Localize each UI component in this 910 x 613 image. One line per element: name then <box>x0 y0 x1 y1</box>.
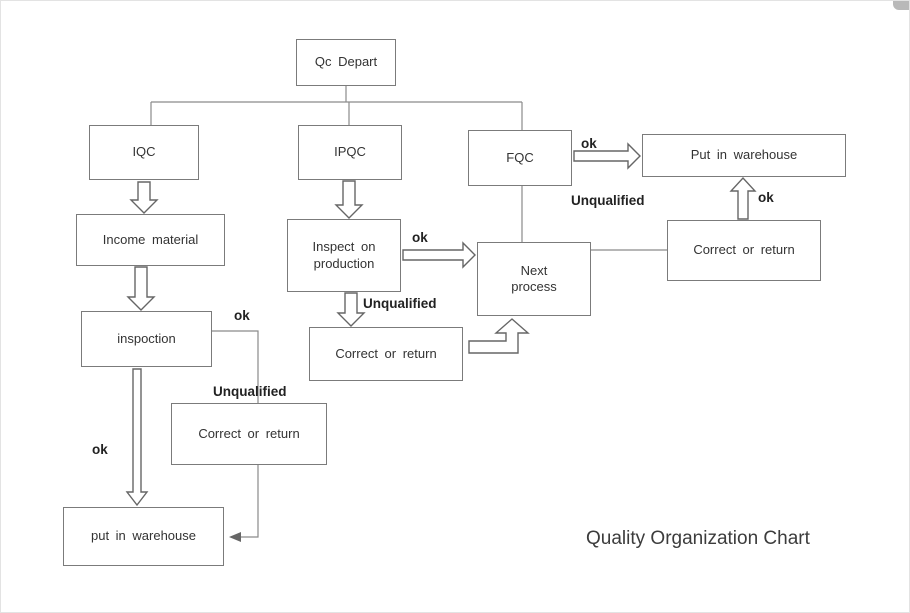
label-fqc-ok: ok <box>581 136 597 151</box>
arrow-ipqc-to-inspect <box>334 180 364 219</box>
arrowhead-into-warehouse <box>229 532 241 542</box>
label-ipqc-unqualified: Unqualified <box>363 296 437 311</box>
node-put-in-warehouse-top: Put in warehouse <box>642 134 846 177</box>
block-arrows <box>125 142 757 507</box>
line-correct-to-warehouse <box>231 465 259 538</box>
arrow-inspect-to-correct <box>336 292 366 327</box>
label-iqc-ok: ok <box>234 308 250 323</box>
label-fqc-unqualified: Unqualified <box>571 193 645 208</box>
arrow-inspect-to-next <box>402 241 476 269</box>
node-put-in-warehouse-bottom: put in warehouse <box>63 507 224 566</box>
line-inspoction-to-correct <box>212 330 259 403</box>
node-inspect-on-production: Inspect on production <box>287 219 401 292</box>
node-ipqc: IPQC <box>298 125 402 180</box>
node-fqc: FQC <box>468 130 572 186</box>
label-iqc-ok-down: ok <box>92 442 108 457</box>
node-correct-or-return-fqc: Correct or return <box>667 220 821 281</box>
node-iqc: IQC <box>89 125 199 180</box>
node-income-material: Income material <box>76 214 225 266</box>
arrow-inspoction-to-warehouse <box>125 368 149 507</box>
arrow-income-to-inspoction <box>126 266 156 311</box>
arrow-fqc-to-warehouse <box>573 142 641 170</box>
node-qc-depart: Qc Depart <box>296 39 396 86</box>
corner-artifact <box>893 1 909 10</box>
arrow-iqc-to-income <box>129 181 159 214</box>
label-iqc-unqualified: Unqualified <box>213 384 287 399</box>
node-correct-or-return-iqc: Correct or return <box>171 403 327 465</box>
node-next-process: Next process <box>477 242 591 316</box>
label-ipqc-ok: ok <box>412 230 428 245</box>
label-return-ok: ok <box>758 190 774 205</box>
arrow-correct-bent-to-next <box>468 318 530 354</box>
node-correct-or-return-ipqc: Correct or return <box>309 327 463 381</box>
node-inspoction: inspoction <box>81 311 212 367</box>
chart-title: Quality Organization Chart <box>586 528 810 549</box>
arrow-correct-up-to-warehouse <box>729 176 757 220</box>
